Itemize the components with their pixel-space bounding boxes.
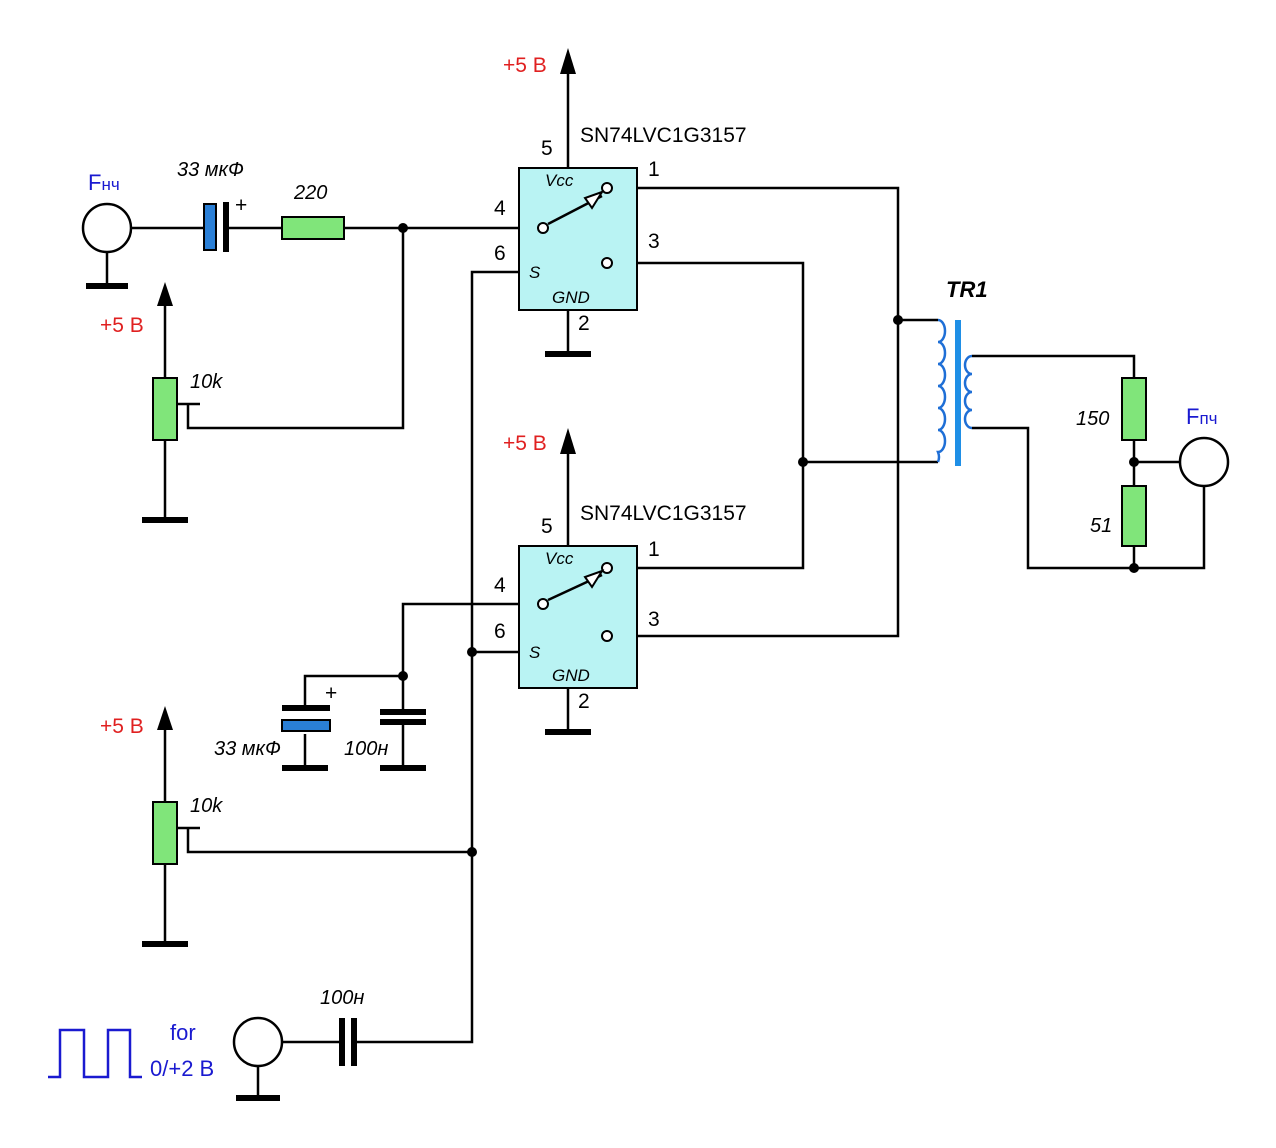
input-resistor: [281, 216, 345, 240]
potentiometer-2: [152, 801, 178, 865]
input-capacitor-polarity: +: [235, 194, 247, 217]
ic2-pin2: 2: [578, 690, 590, 713]
output-jack-if: [1178, 436, 1230, 488]
bias-electrolytic-plate-2: [281, 719, 331, 732]
ic1-s-label: S: [529, 263, 541, 282]
lo-capacitor-value: 100н: [320, 987, 364, 1009]
ic2-pin6: 6: [494, 620, 506, 643]
transformer-label: TR1: [946, 277, 988, 302]
input-jack-lf: [81, 202, 133, 254]
output-resistor-top: [1121, 377, 1147, 441]
lo-source-label-2: 0/+2 В: [150, 1056, 214, 1081]
ic2-pin4: 4: [494, 574, 506, 597]
ic2-s-label: S: [529, 643, 541, 662]
ic1-pin5: 5: [541, 137, 553, 160]
ic1-switch: Vcc S GND: [518, 167, 638, 311]
ic1-pin4: 4: [494, 197, 506, 220]
ic1-pin3: 3: [648, 230, 660, 253]
ic2-part-label: SN74LVC1G3157: [580, 502, 747, 525]
ic2-pin5: 5: [541, 515, 553, 538]
ic1-vcc-label: Vcc: [545, 171, 574, 190]
lo-source-jack: [232, 1016, 284, 1068]
ic1-pin1: 1: [648, 158, 660, 181]
lo-source-label-1: for: [170, 1020, 196, 1045]
ic2-vcc-label: Vcc: [545, 549, 574, 568]
square-wave-icon: [48, 1028, 142, 1079]
input-capacitor-plate: [203, 203, 217, 251]
ic1-gnd-label: GND: [552, 288, 590, 307]
ic1-pin6: 6: [494, 242, 506, 265]
wires: [105, 70, 1206, 1098]
ic1-part-label: SN74LVC1G3157: [580, 124, 747, 147]
input-capacitor-value: 33 мкФ: [177, 159, 244, 181]
ground-symbols: [86, 283, 591, 1101]
ic2-pin3: 3: [648, 608, 660, 631]
ic1-pin2: 2: [578, 312, 590, 335]
ic2-gnd-label: GND: [552, 666, 590, 685]
output-jack-if-label: Fпч: [1186, 404, 1218, 429]
output-resistor-top-value: 150: [1076, 408, 1109, 430]
supply-label-ic2: +5 В: [503, 432, 547, 455]
transformer-tr1: [936, 318, 973, 466]
bias-electrolytic-value: 33 мкФ: [214, 738, 281, 760]
bias-capacitor-value: 100н: [344, 738, 388, 760]
bias-electrolytic-polarity: +: [325, 682, 337, 705]
ic2-pin1: 1: [648, 538, 660, 561]
supply-arrows: [157, 48, 576, 730]
supply-label-pot1: +5 В: [100, 314, 144, 337]
potentiometer-1: [152, 377, 178, 441]
input-jack-lf-label: Fнч: [88, 170, 120, 195]
output-resistor-bottom-value: 51: [1090, 515, 1112, 537]
potentiometer-1-value: 10k: [190, 371, 223, 393]
supply-label-ic1: +5 В: [503, 54, 547, 77]
supply-label-pot2: +5 В: [100, 715, 144, 738]
ic2-switch: Vcc S GND: [518, 545, 638, 689]
potentiometer-2-value: 10k: [190, 795, 223, 817]
output-resistor-bottom: [1121, 485, 1147, 547]
input-resistor-value: 220: [293, 182, 327, 204]
junctions: [398, 223, 1139, 857]
